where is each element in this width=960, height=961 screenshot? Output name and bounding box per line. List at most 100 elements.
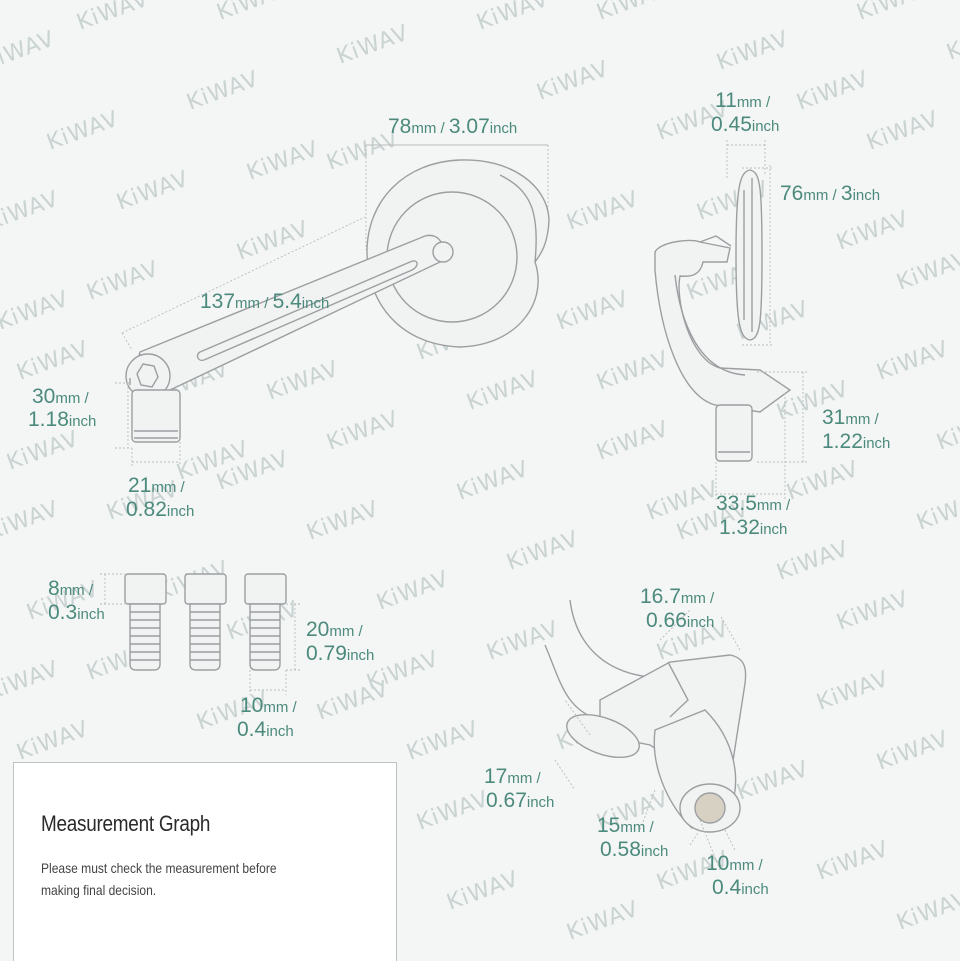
unit-text: inch [69,413,97,430]
dimension-text: 0.4inch [712,876,769,899]
watermark-text: KiWAV [594,417,673,466]
dimension-text: 16.7mm / [640,585,715,608]
watermark-text: KiWAV [534,57,613,106]
value-text: 10 [240,694,263,717]
watermark-text: KiWAV [264,357,343,406]
unit-text: inch [266,723,294,740]
watermark-text: KiWAV [874,727,953,776]
watermark-text: KiWAV [794,67,873,116]
value-text: 1.18 [28,408,69,431]
panel-note: Please must check the measurement before… [41,860,277,898]
value-text: 21 [128,474,151,497]
value-text: 0.79 [306,642,347,665]
value-text: 11 [715,89,737,112]
dimension-text: 0.82inch [126,498,194,521]
value-text: 76 [780,182,803,205]
watermark-text: KiWAV [834,587,913,636]
unit-text: mm [681,590,706,607]
watermark-text: KiWAV [774,537,853,586]
watermark-text: KiWAV [564,187,643,236]
value-text: 5.4 [273,290,303,313]
unit-text: inch [752,118,780,135]
value-text: 15 [597,814,620,837]
value-text: 33.5 [716,492,757,515]
watermark-text: KiWAV [374,567,453,616]
value-text: 0.45 [711,113,752,136]
watermark-text: KiWAV [334,21,413,70]
bolt-1 [124,573,167,671]
unit-text: inch [641,843,669,860]
measurement-panel: Measurement Graph Please must check the … [13,762,397,961]
watermark-text: KiWAV [414,787,493,836]
value-text: 0.66 [646,609,687,632]
watermark-text: KiWAV [934,407,960,456]
watermark-text: KiWAV [14,717,93,766]
watermark-text: KiWAV [184,67,263,116]
unit-text: mm [235,295,260,312]
dimension-text: 10mm / [240,694,298,717]
unit-text: mm [411,120,436,137]
value-text: 30 [32,385,55,408]
value-text: 0.58 [600,838,641,861]
unit-text: inch [490,120,518,137]
value-text: 8 [48,577,60,600]
watermark-text: KiWAV [734,757,813,806]
value-text: 0.82 [126,498,167,521]
watermark-text: KiWAV [304,497,383,546]
bolt-2 [184,573,227,671]
unit-text: inch [77,606,105,623]
dimension-text: 76mm / 3inch [780,182,880,205]
unit-text: mm [329,623,354,640]
bolts-group [100,573,300,695]
dimension-text: 17mm / [484,765,542,788]
unit-text: inch [853,187,881,204]
dimension-text: 30mm / [32,385,90,408]
value-text: 0.67 [486,789,527,812]
watermark-text: KiWAV [504,527,583,576]
watermark-text: KiWAV [0,287,72,336]
watermark-text: KiWAV [784,457,863,506]
watermark-text: KiWAV [854,0,933,26]
watermark-text: KiWAV [474,0,553,36]
value-text: 1.32 [719,516,760,539]
watermark-text: KiWAV [874,337,953,386]
dimension-text: 10mm / [706,852,764,875]
unit-text: inch [302,295,330,312]
watermark-text: KiWAV [594,347,673,396]
watermark-text: KiWAV [84,257,163,306]
value-text: 16.7 [640,585,681,608]
dimension-text: 15mm / [597,814,655,837]
dimension-text: 1.22inch [822,430,890,453]
watermark-text: KiWAV [404,717,483,766]
watermark-text: KiWAV [914,487,960,536]
unit-text: mm [507,770,532,787]
value-text: 31 [822,406,845,429]
value-text: 10 [706,852,729,875]
unit-text: inch [527,794,555,811]
watermark-text: KiWAV [114,167,193,216]
watermark-text: KiWAV [0,657,62,706]
watermark-text: KiWAV [554,287,633,336]
watermark-text: KiWAV [314,677,393,726]
dimension-text: 11mm / [715,89,771,112]
value-text: 137 [200,290,235,313]
watermark-text: KiWAV [244,137,323,186]
dimension-text: 0.4inch [237,718,294,741]
value-text: 3.07 [449,115,490,138]
dimension-text: 33.5mm / [716,492,791,515]
watermark-text: KiWAV [944,17,960,66]
unit-text: inch [687,614,715,631]
unit-text: mm [845,411,870,428]
unit-text: mm [620,819,645,836]
watermark-text: KiWAV [864,107,943,156]
watermark-text: KiWAV [324,407,403,456]
unit-text: inch [741,881,769,898]
adapter-closeup [544,599,747,871]
watermark-text: KiWAV [814,667,893,716]
watermark-text: KiWAV [894,247,960,296]
unit-text: inch [347,647,375,664]
unit-text: mm [729,857,754,874]
watermark-text: KiWAV [834,207,913,256]
dimension-text: 0.79inch [306,642,374,665]
